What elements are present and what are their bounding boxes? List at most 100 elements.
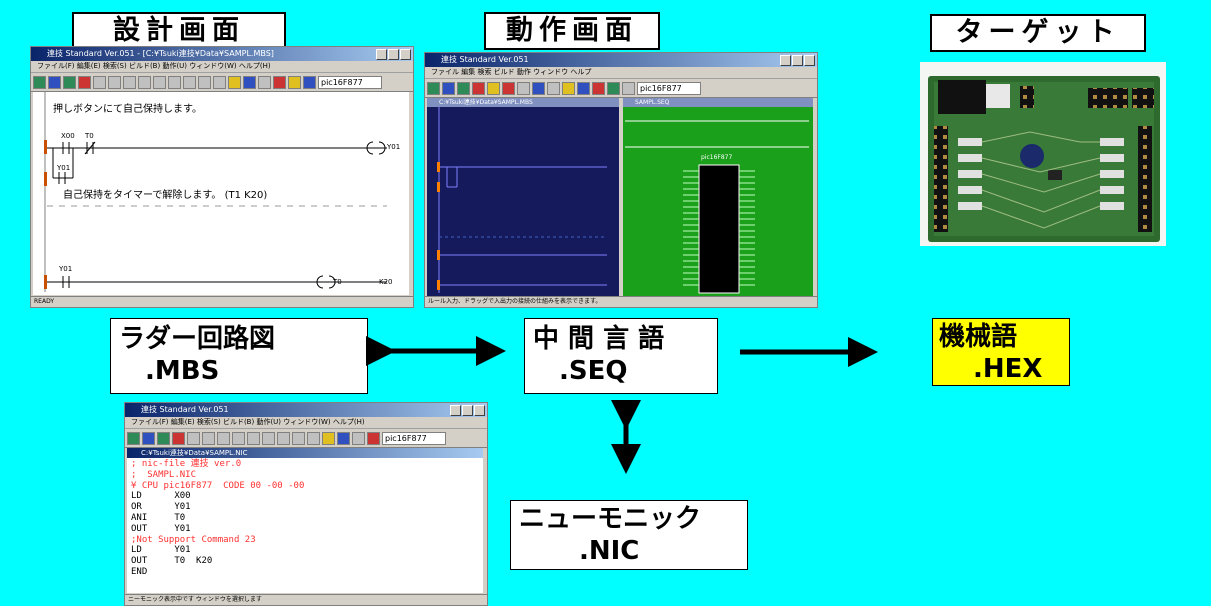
chip-select[interactable]: pic16F877 [318,75,382,89]
contact-b-icon[interactable] [202,431,215,445]
nic-child-title: C:¥Tsuki連技¥Data¥SAMPL.NIC [127,448,483,458]
timer-icon[interactable] [262,431,275,445]
minimize-icon[interactable] [780,55,791,66]
machine-language-label: 機械語 [939,322,1018,352]
maximize-icon[interactable] [388,49,399,60]
stop-icon[interactable] [472,81,485,95]
comment-icon[interactable] [562,81,575,95]
save-icon[interactable] [48,75,61,89]
contact-label-y01-b: Y01 [59,265,73,273]
move-icon[interactable] [213,75,226,89]
ladder-monitor-pane[interactable]: C:¥Tsuki連技¥Data¥SAMPL.MBS [427,98,619,296]
chip-label: pic16F877 [701,154,733,161]
design-toolbar: pic16F877 [31,73,413,92]
contact-b-icon[interactable] [108,75,121,89]
nic-child-window[interactable]: C:¥Tsuki連技¥Data¥SAMPL.NIC ; nic-file 連技 … [127,448,483,593]
run-icon[interactable] [337,431,350,445]
compare-icon[interactable] [292,431,305,445]
close-icon[interactable] [474,405,485,416]
monitor-icon[interactable] [303,75,316,89]
line-icon[interactable] [232,431,245,445]
build-icon[interactable] [273,75,286,89]
ladder-diagram-label: ラダー回路図 [119,324,276,354]
machine-language-ext: .HEX [973,354,1043,384]
target-board-photo [920,62,1166,246]
timer-icon[interactable] [168,75,181,89]
contact-icon[interactable] [187,431,200,445]
comment-icon[interactable] [228,75,241,89]
coil-icon[interactable] [123,75,136,89]
nic-code-line: ;Not Support Command 23 [131,534,256,545]
find-icon[interactable] [352,431,365,445]
contact-icon[interactable] [487,81,500,95]
check-icon[interactable] [157,431,170,445]
write-icon[interactable] [288,75,301,89]
nic-window-title: 連技 Standard Ver.051 [141,405,229,414]
monitor-icon[interactable] [622,81,635,95]
pcb-drawing [928,76,1160,242]
nic-code-line: ; SAMPL.NIC [131,469,197,480]
coil-icon[interactable] [502,81,515,95]
timer-icon[interactable] [547,81,560,95]
coil-label-k20: K20 [379,278,393,286]
maximize-icon[interactable] [792,55,803,66]
run-icon[interactable] [577,81,590,95]
close-icon[interactable] [804,55,815,66]
operation-menubar[interactable]: ファイル 編集 検索 ビルド 動作 ウィンドウ ヘルプ [425,67,817,79]
new-icon[interactable] [127,431,140,445]
branch-icon[interactable] [532,81,545,95]
stop-icon[interactable] [78,75,91,89]
check-icon[interactable] [63,75,76,89]
intermediate-language-ext: .SEQ [559,356,628,386]
new-icon[interactable] [33,75,46,89]
minimize-icon[interactable] [450,405,461,416]
line-icon[interactable] [517,81,530,95]
chip-view-title: SAMPL.SEQ [623,98,813,107]
line-icon[interactable] [138,75,151,89]
design-screen-header: 設計画面 [72,12,286,50]
move-icon[interactable] [307,431,320,445]
stop-icon[interactable] [172,431,185,445]
nic-code-line: LD X00 [131,491,191,502]
maximize-icon[interactable] [462,405,473,416]
build-icon[interactable] [592,81,605,95]
nic-menubar[interactable]: ファイル(F) 編集(E) 検索(S) ビルド(B) 動作(U) ウィンドウ(W… [125,417,487,429]
mnemonic-label: ニューモニック [519,504,702,534]
write-icon[interactable] [607,81,620,95]
minimize-icon[interactable] [376,49,387,60]
nic-code-editor[interactable]: ; nic-file 連技 ver.0; SAMPL.NIC¥ CPU pic1… [127,458,483,593]
close-icon[interactable] [400,49,411,60]
save-icon[interactable] [142,431,155,445]
comment-icon[interactable] [322,431,335,445]
contact-icon[interactable] [93,75,106,89]
compare-icon[interactable] [198,75,211,89]
chip-select[interactable]: pic16F877 [637,81,701,95]
new-icon[interactable] [427,81,440,95]
operation-window-titlebar: 連技 Standard Ver.051 [425,53,817,67]
save-icon[interactable] [442,81,455,95]
nic-code-line: OR Y01 [131,502,191,513]
run-icon[interactable] [243,75,256,89]
mnemonic-box: ニューモニック .NIC [510,500,748,570]
ladder-editor[interactable]: 押しボタンにて自己保持します。 X00 T0 Y01 Y01 自己保持をタイマー… [33,92,409,295]
check-icon[interactable] [457,81,470,95]
nic-code-line: ¥ CPU pic16F877 CODE 00 -00 -00 [131,480,305,491]
intermediate-language-box: 中 間 言 語 .SEQ [524,318,718,394]
counter-icon[interactable] [183,75,196,89]
find-icon[interactable] [258,75,271,89]
nic-code-line: OUT T0 K20 [131,556,213,567]
branch-icon[interactable] [153,75,166,89]
nic-code-line: ANI T0 [131,512,186,523]
nic-code-line: ; nic-file 連技 ver.0 [131,459,242,469]
intermediate-language-label: 中 間 言 語 [533,324,665,354]
chip-select[interactable]: pic16F877 [382,431,446,445]
branch-icon[interactable] [247,431,260,445]
ladder-monitor-drawing [437,107,607,293]
chip-view-pane[interactable]: SAMPL.SEQ pic16F877 [623,98,813,296]
coil-icon[interactable] [217,431,230,445]
build-icon[interactable] [367,431,380,445]
design-menubar[interactable]: ファイル(F) 編集(E) 検索(S) ビルド(B) 動作(U) ウィンドウ(W… [31,61,413,73]
ladder-monitor-title: C:¥Tsuki連技¥Data¥SAMPL.MBS [427,98,619,107]
counter-icon[interactable] [277,431,290,445]
